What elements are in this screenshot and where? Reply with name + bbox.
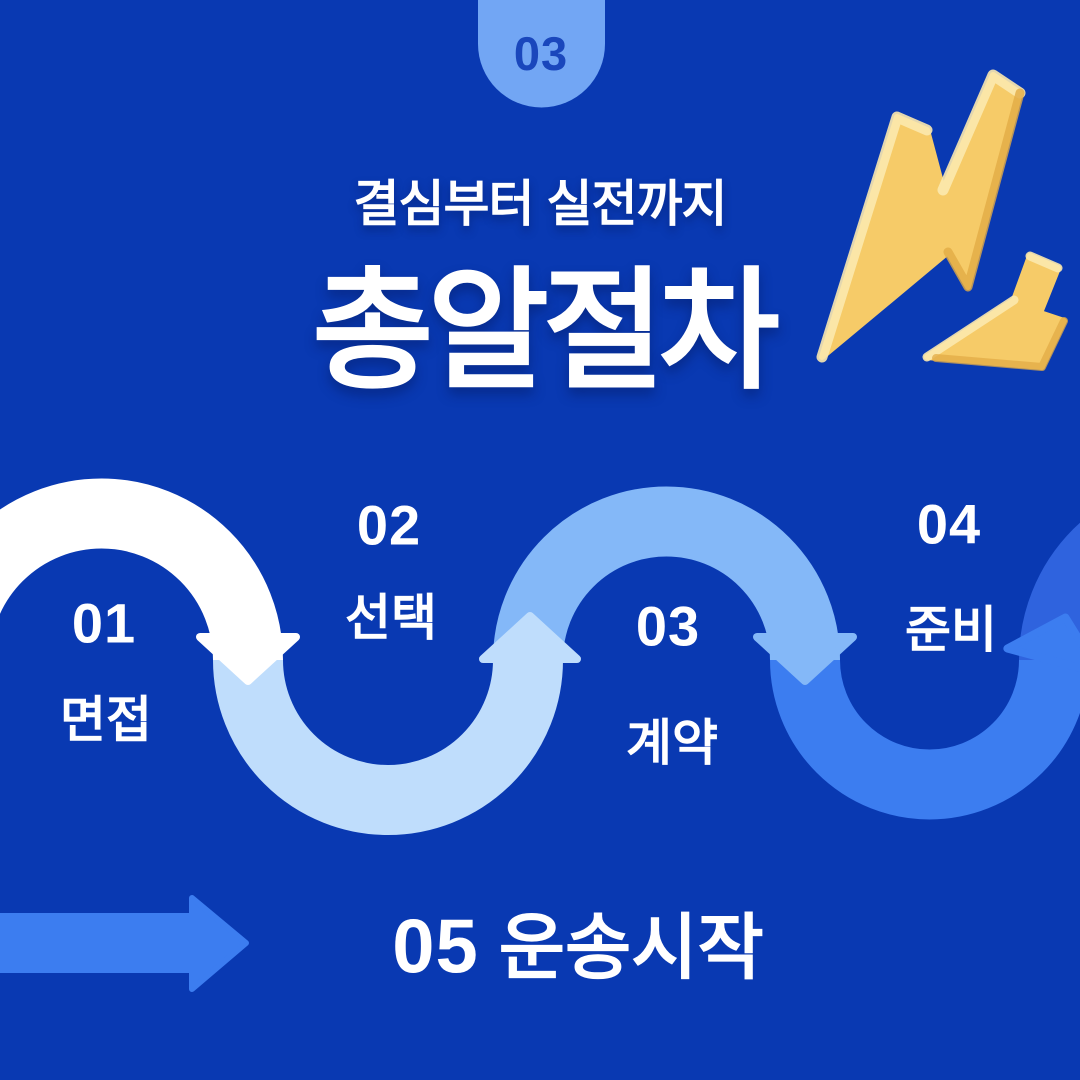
step1-label: 면접 [60,692,152,748]
arrow-right-icon-final [0,895,249,992]
final-step-number: 05 [392,904,479,990]
step4-number: 04 [916,492,982,556]
arc-step5 [1019,522,1080,661]
lightning-bolt-small-highlight [922,251,1063,362]
step3-label: 계약 [626,715,718,771]
lightning-bolt-large-icon [816,69,1026,363]
subtitle: 결심부터 실전까지 [353,176,728,232]
arrow-up-icon-step2 [479,612,581,663]
arrow-down-icon-step1 [196,633,300,685]
step4-label: 준비 [905,602,997,658]
arc-step1 [0,478,283,661]
page-number-badge [478,0,605,108]
arc-step2 [213,659,563,835]
page-number-text: 03 [514,27,568,80]
page-title: 총알절차 [312,257,780,405]
arrow-down-icon-step3 [753,633,857,685]
arrow-up-icon-step4 [1003,613,1080,678]
step1-number: 01 [71,591,137,655]
lightning-bolt-large-highlight [816,69,1026,363]
lightning-bolt-small-icon [922,251,1068,371]
lightning-bolt-large-shade [943,88,1025,292]
arc-step3 [493,486,840,661]
lightning-bolt-small-shade [932,317,1068,371]
step2-label: 선택 [345,590,437,646]
arc-step4 [770,659,1080,820]
step2-number: 02 [356,493,422,557]
step3-number: 03 [635,594,701,658]
final-step-label: 운송시작 [498,908,764,989]
